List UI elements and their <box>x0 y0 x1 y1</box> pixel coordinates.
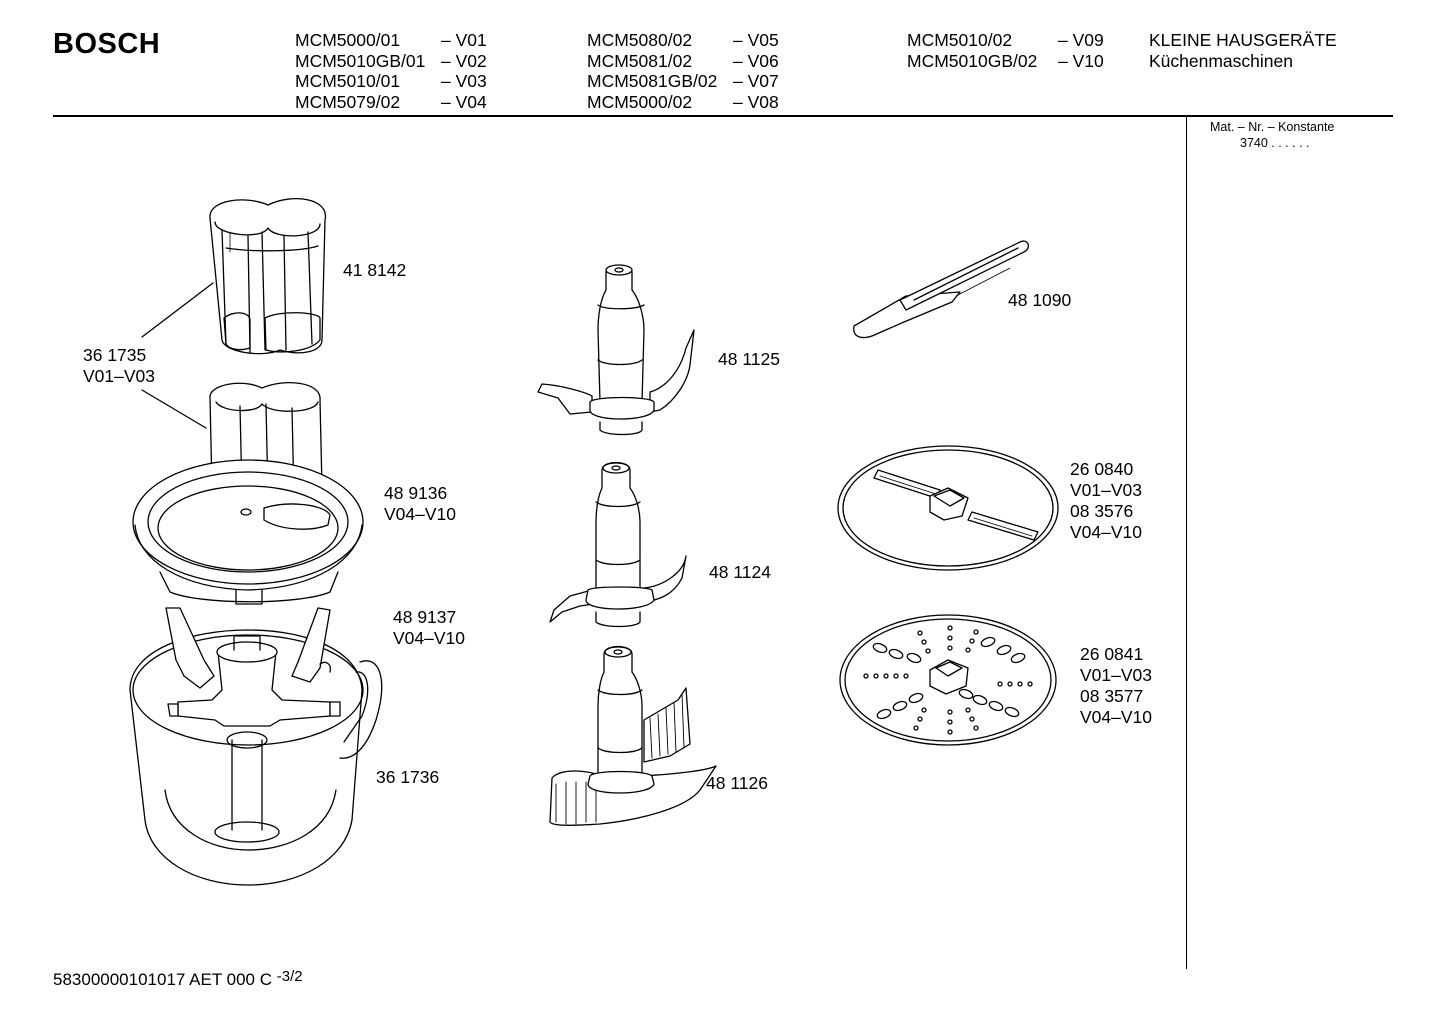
model-item: MCM5010/02 <box>907 30 1013 50</box>
part-number-grating-disc-b: 08 3577 <box>1080 686 1144 706</box>
whisk-blade-icon <box>549 645 717 826</box>
page-number: -3/2 <box>276 968 303 985</box>
spatula-icon <box>853 240 1029 339</box>
material-note-label: Mat. – Nr. – Konstante <box>1210 120 1335 134</box>
document-code-text: 58300000101017 AET 000 C <box>53 970 272 989</box>
part-number-grating-disc: 26 0841 <box>1080 644 1144 664</box>
variant-item: – V03 <box>441 71 487 92</box>
variant-item: – V02 <box>441 50 487 71</box>
part-variant-feed-tube: V01–V03 <box>83 366 156 386</box>
brand-logo: BOSCH <box>53 28 161 60</box>
part-number-pusher: 41 8142 <box>343 260 407 280</box>
variant-item: – V06 <box>733 50 779 71</box>
part-variant-drive: V04–V10 <box>393 628 466 648</box>
model-item: MCM5079/02 <box>295 91 401 112</box>
variant-list-col3: – V09 – V10 <box>1058 30 1104 71</box>
variant-item: – V08 <box>733 91 779 112</box>
side-divider <box>1186 117 1187 969</box>
part-variant-slicing-disc-a: V01–V03 <box>1070 480 1143 500</box>
category-block: KLEINE HAUSGERÄTE Küchenmaschinen <box>1149 30 1337 71</box>
slicing-disc-icon <box>837 445 1059 571</box>
part-number-knife-upper: 48 1125 <box>718 349 780 369</box>
model-item: MCM5010GB/02 <box>907 50 1038 71</box>
part-number-feed-tube: 36 1735 <box>83 345 147 365</box>
part-number-knife-middle: 48 1124 <box>709 562 771 582</box>
part-number-slicing-disc: 26 0840 <box>1070 459 1134 479</box>
part-number-spatula: 48 1090 <box>1008 290 1072 310</box>
material-note-value: 3740 . . . . . . <box>1240 136 1310 150</box>
variant-item: – V10 <box>1058 50 1104 71</box>
variant-item: – V05 <box>733 30 779 50</box>
variant-list-col2: – V05 – V06 – V07 – V08 <box>733 30 779 112</box>
kneading-knife-icon <box>549 461 687 628</box>
variant-item: – V01 <box>441 30 487 50</box>
document-code: 58300000101017 AET 000 C -3/2 <box>53 968 303 990</box>
leader-line <box>141 282 214 338</box>
model-list-col1: MCM5000/01 MCM5010GB/01 MCM5010/01 MCM50… <box>295 30 425 112</box>
part-variant-grating-disc-a: V01–V03 <box>1080 665 1153 685</box>
part-number-bowl: 36 1736 <box>376 767 440 787</box>
variant-list-col1: – V01 – V02 – V03 – V04 <box>441 30 487 112</box>
part-number-slicing-disc-b: 08 3576 <box>1070 501 1134 521</box>
part-number-drive: 48 9137 <box>393 607 457 627</box>
model-item: MCM5000/01 <box>295 30 401 50</box>
header-divider <box>53 115 1393 117</box>
category-title: KLEINE HAUSGERÄTE <box>1149 30 1337 50</box>
leader-line <box>141 389 207 429</box>
part-variant-lid: V04–V10 <box>384 504 457 524</box>
drive-insert-icon <box>165 607 341 727</box>
part-number-lid: 48 9136 <box>384 483 448 503</box>
chopping-knife-icon <box>537 264 695 436</box>
model-item: MCM5081GB/02 <box>587 71 718 92</box>
mixing-bowl-icon <box>129 629 383 886</box>
variant-item: – V09 <box>1058 30 1104 50</box>
model-item: MCM5010/01 <box>295 71 401 92</box>
part-number-knife-lower: 48 1126 <box>706 773 768 793</box>
model-list-col2: MCM5080/02 MCM5081/02 MCM5081GB/02 MCM50… <box>587 30 717 112</box>
pusher-icon <box>209 198 326 355</box>
variant-item: – V07 <box>733 71 779 92</box>
model-item: MCM5010GB/01 <box>295 50 426 71</box>
model-item: MCM5000/02 <box>587 91 693 112</box>
variant-item: – V04 <box>441 91 487 112</box>
bowl-lid-icon <box>132 459 364 605</box>
grating-disc-icon <box>839 614 1057 746</box>
model-list-col3: MCM5010/02 MCM5010GB/02 <box>907 30 1037 71</box>
model-item: MCM5080/02 <box>587 30 693 50</box>
part-variant-grating-disc-b: V04–V10 <box>1080 707 1153 727</box>
model-item: MCM5081/02 <box>587 50 693 71</box>
part-variant-slicing-disc-b: V04–V10 <box>1070 522 1143 542</box>
category-subtitle: Küchenmaschinen <box>1149 50 1293 71</box>
